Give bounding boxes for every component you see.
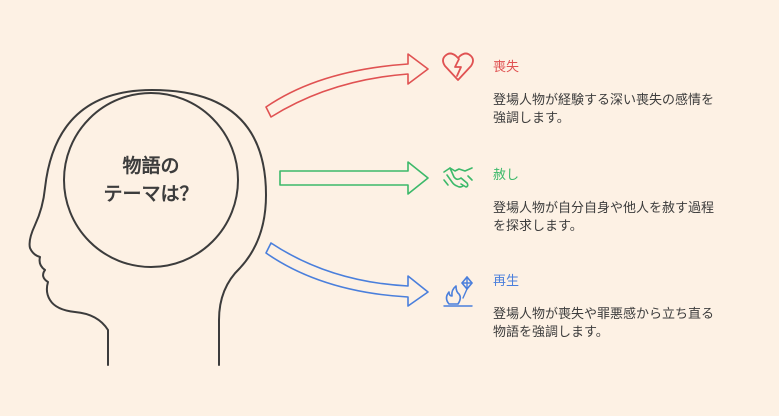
branch-title-forgiveness: 赦し — [493, 168, 520, 183]
center-circle — [63, 92, 239, 268]
center-title: 物語の テーマは？ — [64, 152, 238, 208]
phoenix-icon — [443, 276, 473, 307]
branch-desc-loss: 登場人物が経験する深い喪失の感情を 強調します。 — [493, 93, 715, 126]
handshake-icon — [443, 167, 473, 188]
center-title-line1: 物語の — [122, 155, 180, 177]
arrow-loss — [265, 53, 429, 118]
branch-desc-rebirth: 登場人物が喪失や罪悪感から立ち直る 物語を強調します。 — [493, 307, 715, 340]
branch-title-loss: 喪失 — [493, 60, 520, 75]
broken-heart-icon — [442, 52, 474, 81]
branch-desc-forgiveness: 登場人物が自分自身や他人を赦す過程 を探求します。 — [493, 201, 715, 234]
head-silhouette — [28, 89, 267, 366]
arrow-rebirth — [265, 242, 429, 307]
branch-title-rebirth: 再生 — [493, 274, 520, 289]
arrow-forgiveness — [279, 161, 429, 195]
center-title-line2: テーマは？ — [103, 183, 199, 205]
